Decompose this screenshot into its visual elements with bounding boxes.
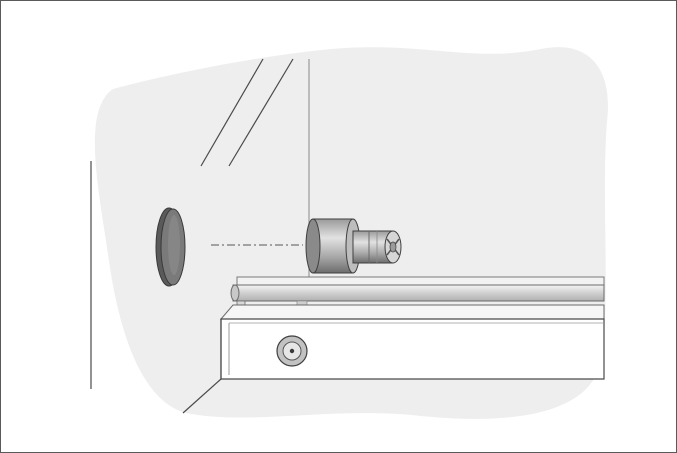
hole-cover-cap — [155, 207, 186, 287]
reflection-line-2 — [228, 58, 294, 167]
hinge-pin — [305, 218, 402, 274]
guide-rail — [230, 276, 605, 318]
floor-edge — [182, 378, 222, 414]
screw — [276, 335, 308, 367]
front-panel — [219, 304, 605, 380]
reflection-line-1 — [200, 58, 264, 167]
